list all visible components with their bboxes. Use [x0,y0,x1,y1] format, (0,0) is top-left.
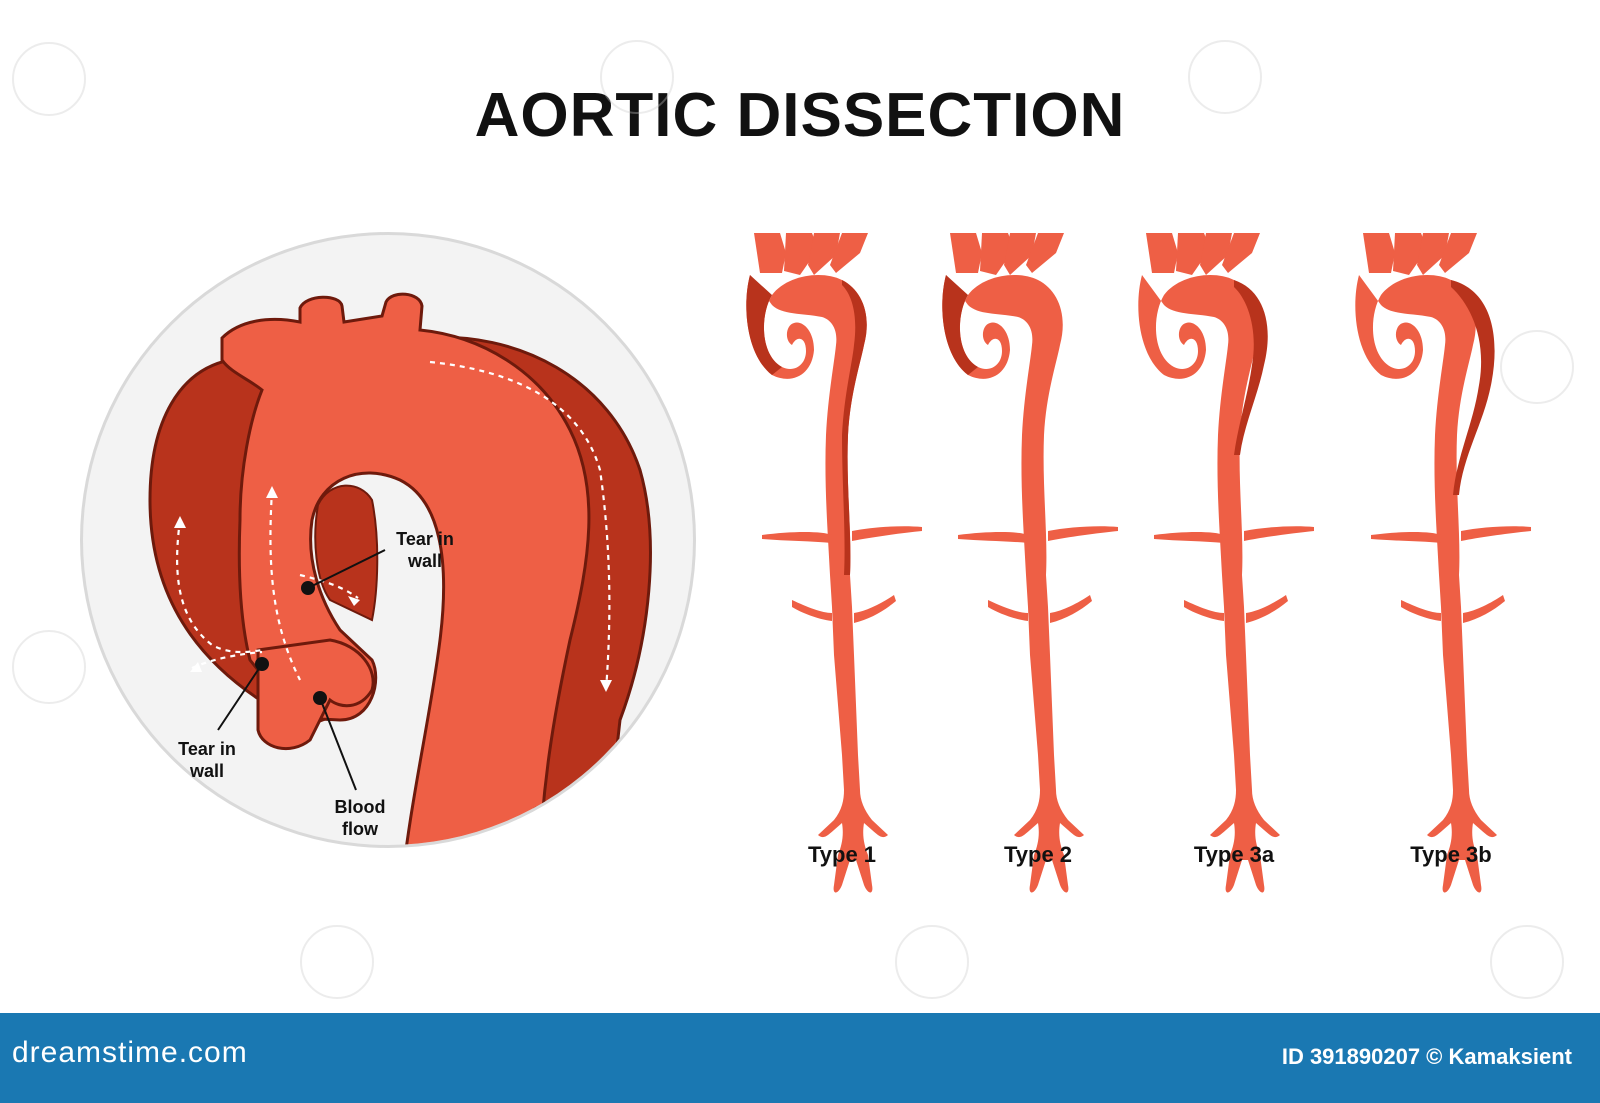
detail-circle [80,232,696,848]
tear-label-lower: Tear in wall [178,739,236,781]
watermark-icon [1188,40,1262,114]
footer-id: ID 391890207 © Kamaksient [1281,1044,1572,1069]
watermark-icon [1500,330,1574,404]
aorta-type-2 [942,233,1118,893]
watermark-icon [895,925,969,999]
watermark-icon [600,40,674,114]
flow-paths [176,360,611,691]
footer-site[interactable]: dreamstime.com [12,1036,248,1069]
page-title: AORTIC DISSECTION [474,81,1126,150]
type-label: Type 2 [1003,842,1073,867]
inner-false-lumen [314,484,379,622]
watermark-icon [12,630,86,704]
tear-markers [217,549,386,791]
type-label: Type 1 [807,842,877,867]
type-label: Type 3a [1193,842,1275,867]
aorta-type-3b [1355,233,1531,893]
watermark-icon [12,42,86,116]
aorta-type-1 [746,233,922,893]
aorta-type-3a [1138,233,1314,893]
aorta-arch [220,292,591,845]
flow-arrowheads [174,486,612,692]
tear-label-upper: Tear in wall [396,529,454,571]
blood-flow-label: Blood flow [334,797,386,839]
watermark-icon [300,925,374,999]
diagram-art [80,232,1531,893]
footer-bar: dreamstime.com ID 391890207 © Kamaksient [0,1013,1600,1103]
watermark-icon [1490,925,1564,999]
type-label: Type 3b [1410,842,1492,867]
